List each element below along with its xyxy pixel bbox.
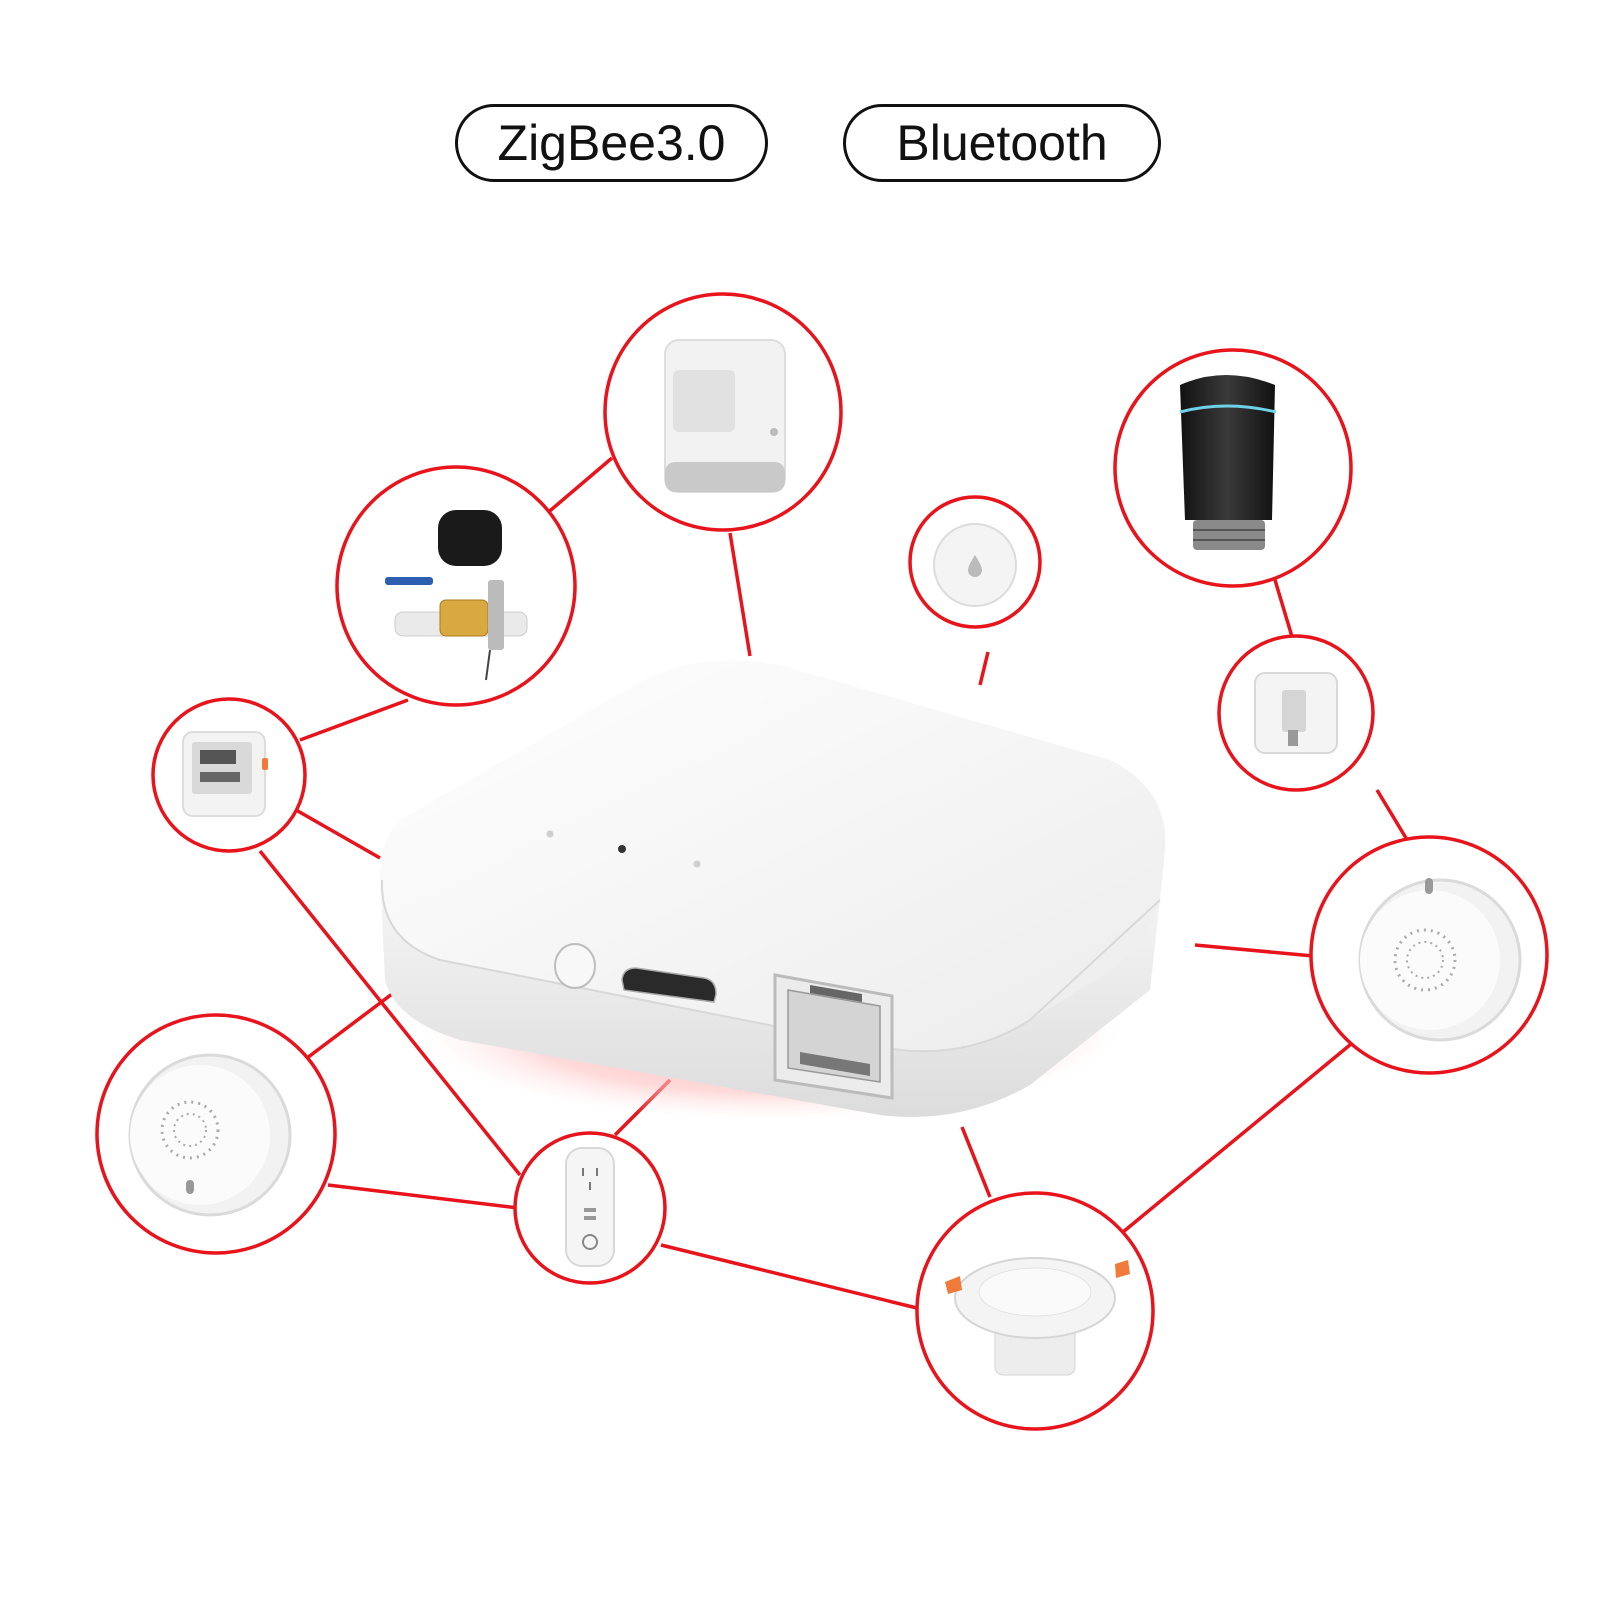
- switch-pusher-icon: [1254, 672, 1338, 754]
- zigbee-badge: ZigBee3.0: [455, 104, 768, 182]
- radiator-thermostat-icon: [1179, 375, 1277, 550]
- device-circle-motion-sensor: [603, 292, 843, 532]
- usb-port-icon: [621, 967, 717, 1003]
- reset-button-icon: [554, 943, 596, 989]
- device-circle-siren: [1309, 835, 1549, 1075]
- device-circle-thermostat: [1113, 348, 1353, 588]
- gateway-hub: [380, 660, 1166, 1117]
- device-circle-water-leak: [908, 495, 1042, 629]
- device-circle-switch-pusher: [1217, 634, 1375, 792]
- status-led-icon: [693, 860, 701, 868]
- device-circle-temp-display: [151, 697, 307, 853]
- motion-sensor-icon: [664, 339, 786, 493]
- zigbee-label: ZigBee3.0: [497, 115, 726, 171]
- bluetooth-badge: Bluetooth: [843, 104, 1161, 182]
- smoke-detector-icon: [128, 1053, 292, 1217]
- downlight-icon: [945, 1257, 1130, 1376]
- device-circle-smart-plug: [513, 1131, 667, 1285]
- device-circle-water-valve: [335, 465, 577, 707]
- ethernet-port-icon: [773, 973, 894, 1100]
- temperature-humidity-display-icon: [182, 731, 268, 817]
- status-led-icon: [618, 845, 626, 853]
- siren-alarm-icon: [1358, 878, 1522, 1042]
- bluetooth-label: Bluetooth: [896, 115, 1108, 171]
- smart-plug-icon: [565, 1147, 615, 1267]
- device-circle-smoke-detector: [95, 1013, 337, 1255]
- water-leak-sensor-icon: [933, 523, 1017, 607]
- device-circle-downlight: [915, 1191, 1155, 1431]
- status-led-icon: [546, 830, 554, 838]
- water-valve-controller-icon: [385, 510, 528, 681]
